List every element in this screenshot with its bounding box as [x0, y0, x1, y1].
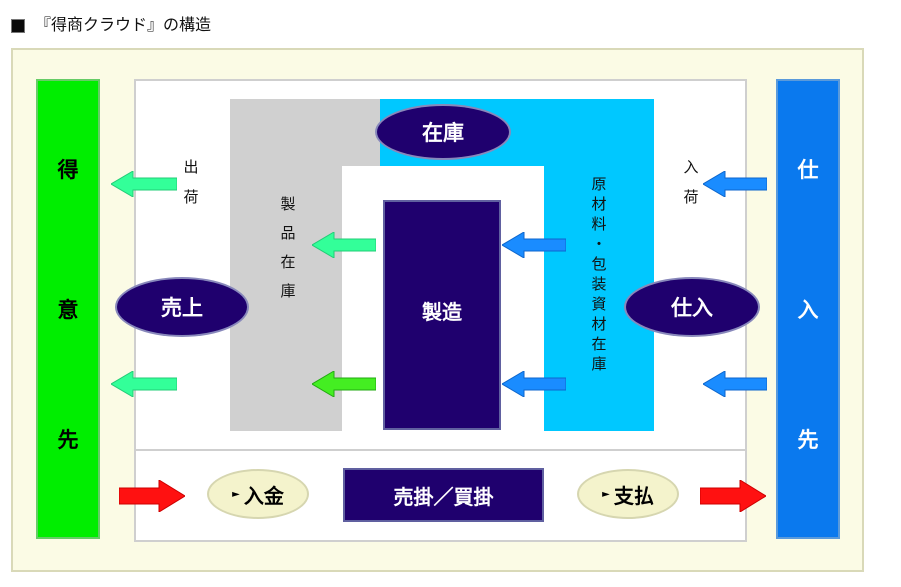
- sales-node: 売上: [117, 279, 247, 335]
- receipt-flow-arrow-icon: [119, 480, 185, 512]
- material-stock-char: 在: [591, 335, 607, 353]
- material-stock-char: 資: [591, 295, 607, 313]
- product-stock-char: 在: [280, 253, 296, 271]
- play-icon: ►: [232, 488, 240, 500]
- product-stock-char: 品: [280, 224, 296, 242]
- shipping-char: 荷: [183, 188, 199, 206]
- material-stock-char: 料: [591, 215, 607, 233]
- receipt-label: 入金: [243, 483, 284, 508]
- inventory-node: 在庫: [377, 106, 509, 158]
- material-stock-label: 原 材 料 ・ 包 装 資 材 在 庫: [590, 174, 608, 374]
- customer-char-2: 意: [57, 298, 79, 322]
- customer-char-3: 先: [57, 428, 79, 452]
- shipping-arrow-2-icon: [111, 371, 177, 397]
- material-stock-char: 材: [591, 315, 607, 333]
- material-in-arrow-2-icon: [502, 371, 566, 397]
- receiving-label: 入 荷: [682, 152, 700, 212]
- customer-char-1: 得: [57, 158, 79, 182]
- receiving-char: 入: [683, 158, 699, 176]
- material-stock-char: 庫: [591, 355, 607, 373]
- receipt-node: ► 入金: [209, 471, 307, 517]
- receivables-payables-box: 売掛／買掛: [343, 468, 544, 522]
- product-out-arrow-icon: [312, 232, 376, 258]
- receiving-arrow-2-icon: [703, 371, 767, 397]
- supplier-char-3: 先: [797, 428, 819, 452]
- material-stock-char: 材: [591, 195, 607, 213]
- product-stock-char: 庫: [280, 282, 296, 300]
- product-stock-char: 製: [280, 195, 296, 213]
- shipping-label: 出 荷: [182, 152, 200, 212]
- material-stock-char: ・: [591, 235, 607, 253]
- payment-node: ► 支払: [579, 471, 677, 517]
- payment-label: 支払: [613, 483, 654, 508]
- material-in-arrow-icon: [502, 232, 566, 258]
- material-stock-char: 原: [591, 175, 607, 193]
- receiving-arrow-icon: [703, 171, 767, 197]
- material-stock-char: 装: [591, 275, 607, 293]
- product-out-arrow-2-icon: [312, 371, 376, 397]
- company-divider: [134, 449, 747, 451]
- product-stock-label: 製 品 在 庫: [279, 190, 297, 306]
- page-title: 『得商クラウド』の構造: [35, 15, 212, 34]
- title-square-icon: [11, 19, 25, 33]
- shipping-arrow-icon: [111, 171, 177, 197]
- payment-flow-arrow-icon: [700, 480, 766, 512]
- customer-bar: [36, 79, 100, 539]
- supplier-char-2: 入: [797, 298, 819, 322]
- shipping-char: 出: [183, 158, 199, 176]
- manufacturing-label: 製造: [422, 300, 462, 324]
- purchase-node: 仕入: [626, 279, 758, 335]
- manufacturing-box: [383, 200, 501, 430]
- supplier-char-1: 仕: [797, 158, 819, 182]
- play-icon: ►: [602, 488, 610, 500]
- supplier-bar: [776, 79, 840, 539]
- receiving-char: 荷: [683, 188, 699, 206]
- material-stock-char: 包: [591, 255, 607, 273]
